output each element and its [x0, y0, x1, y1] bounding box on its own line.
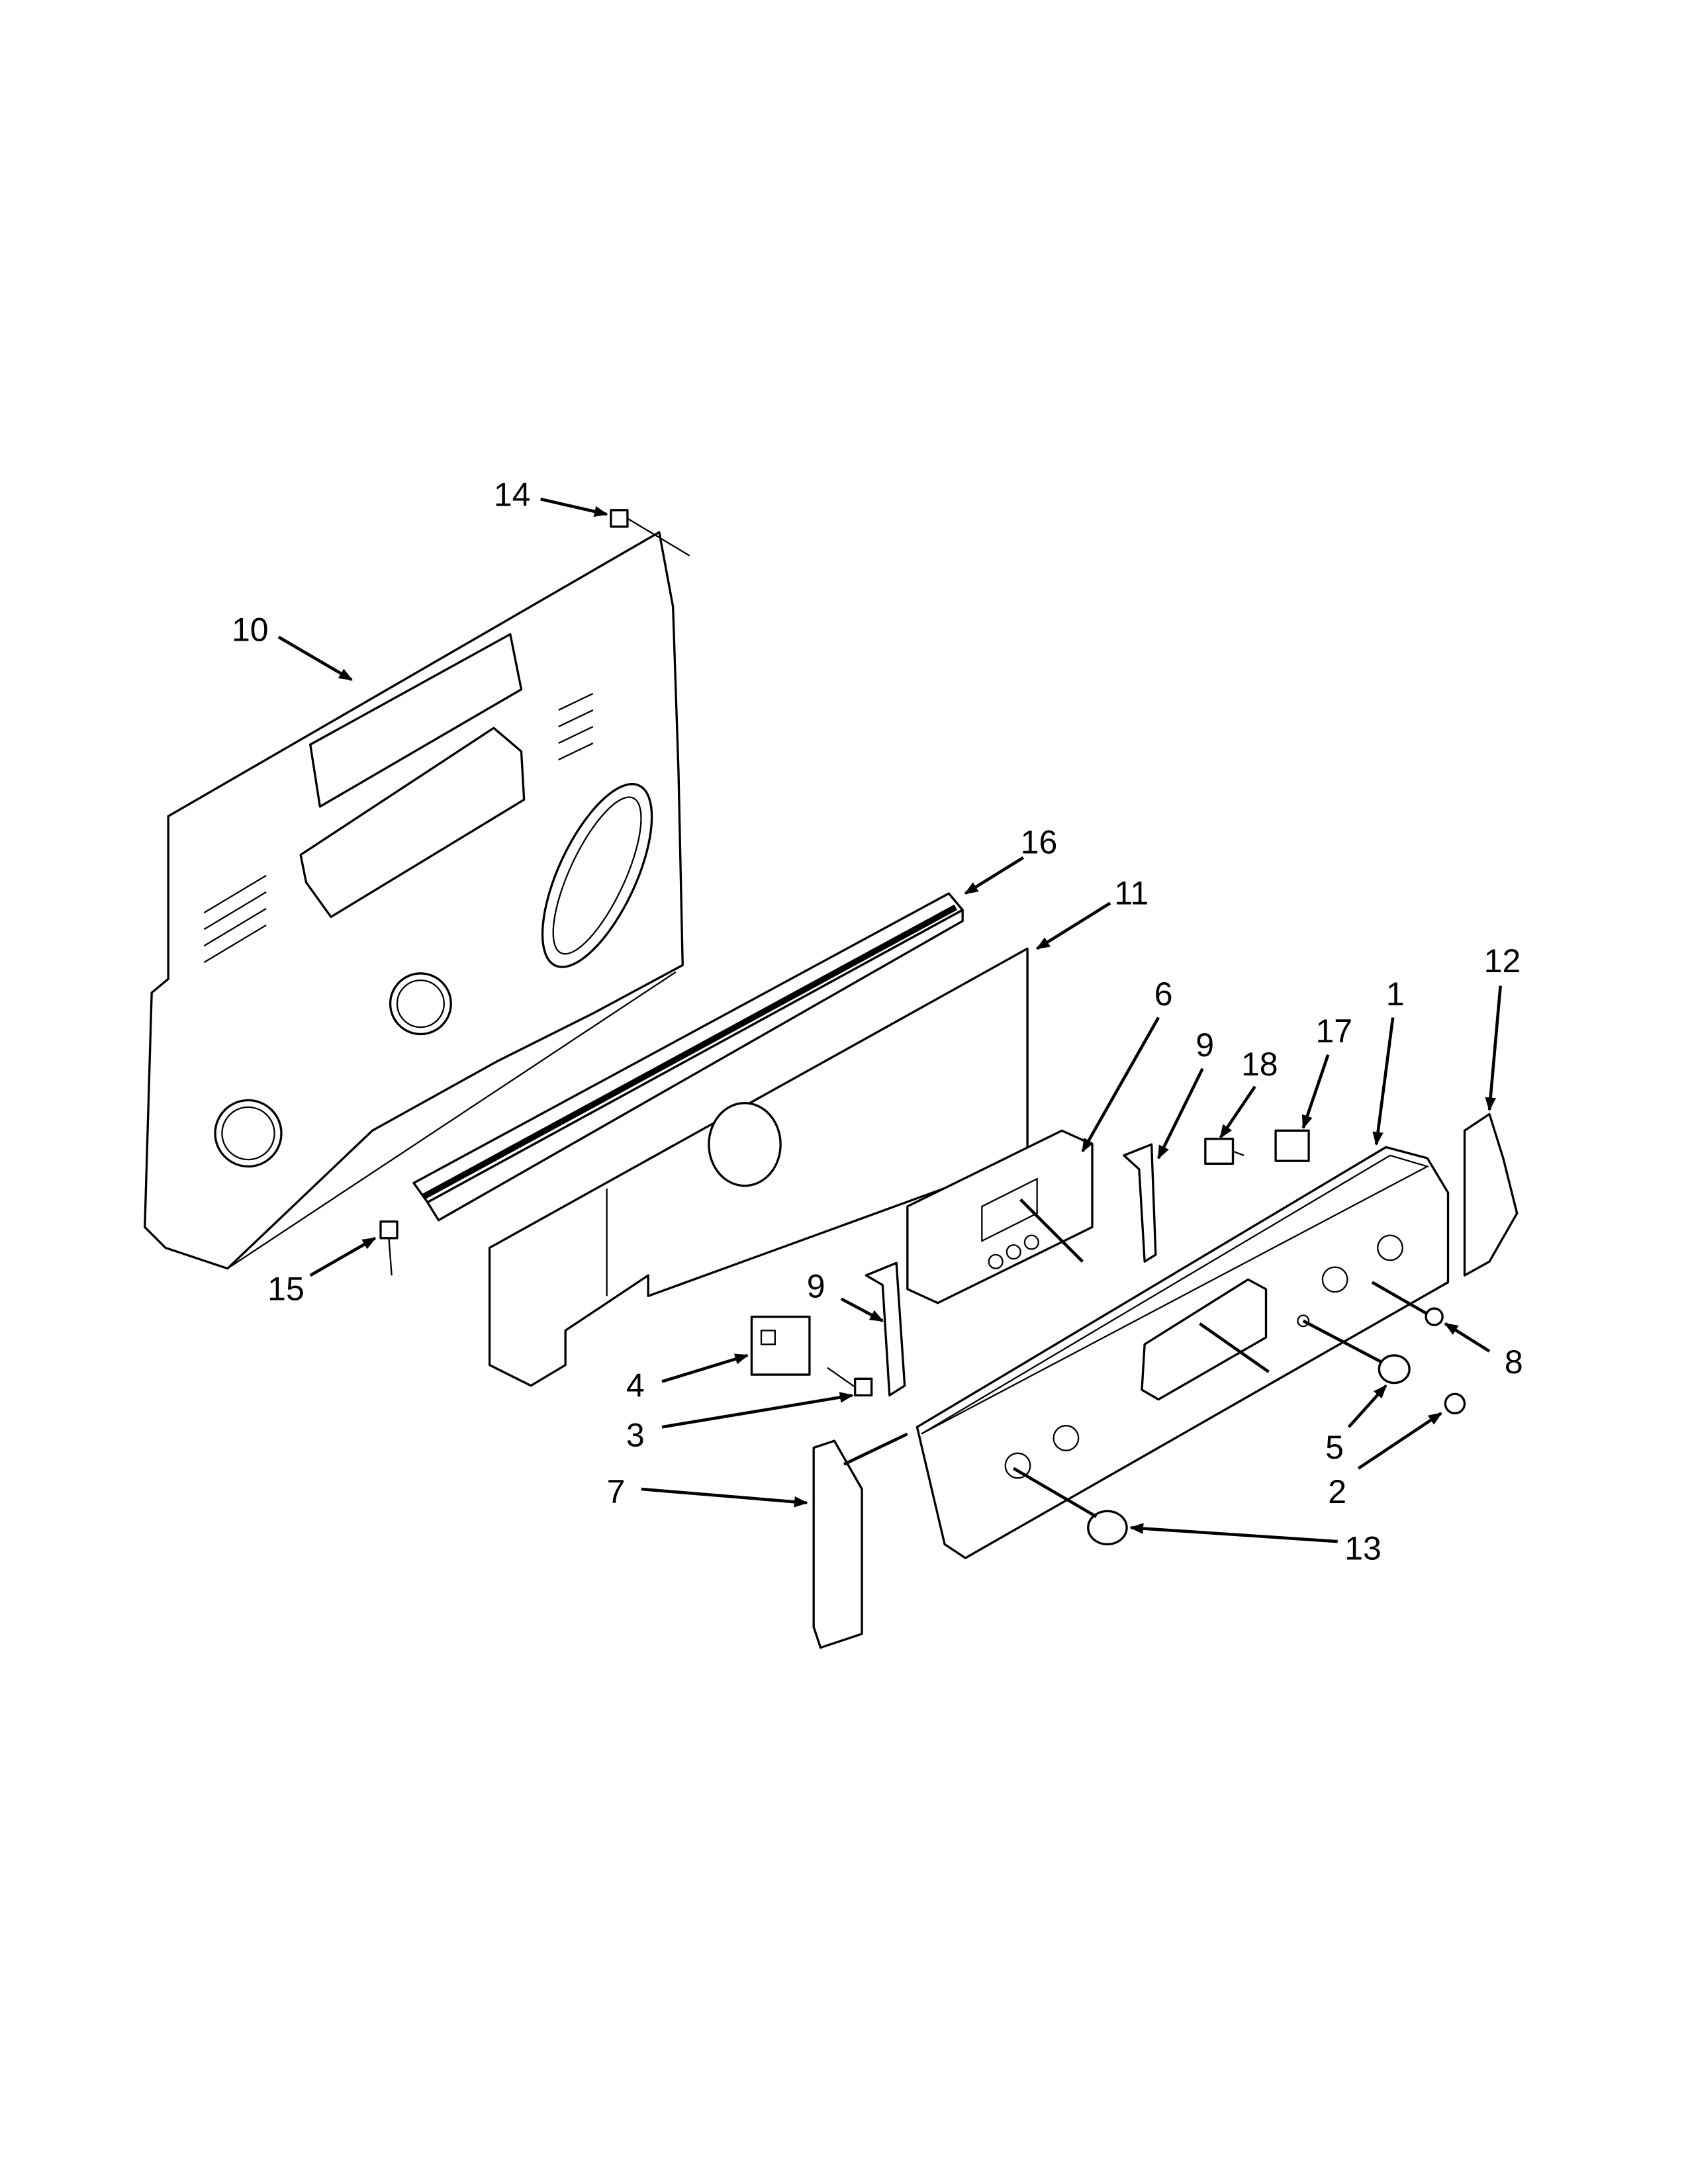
callout-9-upper: 9: [1196, 1026, 1214, 1064]
end-cap-part-12: [1463, 1113, 1519, 1277]
knob-part-5: [1378, 1354, 1411, 1385]
callout-10: 10: [232, 612, 269, 649]
control-board-part-6: [906, 1129, 1094, 1304]
callout-3: 3: [626, 1416, 645, 1453]
callout-2: 2: [1328, 1473, 1346, 1510]
callout-8: 8: [1505, 1343, 1523, 1381]
bracket-part-9-upper: [1123, 1143, 1157, 1263]
screw-part-15: [379, 1220, 399, 1276]
screw-part-8: [1425, 1307, 1444, 1326]
console-panel-part-1: [915, 1146, 1450, 1559]
screw-part-14: [610, 509, 690, 557]
callout-11: 11: [1114, 875, 1149, 912]
callout-9-lower: 9: [807, 1267, 825, 1304]
relay-part-17: [1274, 1129, 1310, 1162]
callout-4: 4: [626, 1367, 645, 1404]
callout-18: 18: [1241, 1046, 1278, 1083]
callout-6: 6: [1154, 976, 1173, 1013]
rear-panel-part-10: [144, 531, 684, 1270]
callout-14: 14: [494, 477, 531, 514]
leader-arrows: [277, 497, 1502, 1543]
bracket-part-9-lower: [865, 1261, 906, 1396]
callout-13: 13: [1344, 1529, 1382, 1567]
callout-15: 15: [267, 1271, 305, 1308]
callout-1: 1: [1386, 976, 1405, 1013]
callout-7: 7: [607, 1473, 626, 1510]
callout-17: 17: [1316, 1013, 1353, 1050]
switch-part-18: [1204, 1138, 1244, 1165]
callout-12: 12: [1484, 942, 1521, 979]
manifold-panel-part-11: [488, 947, 1029, 1387]
switch-part-4: [750, 1315, 811, 1376]
callout-5: 5: [1325, 1429, 1344, 1466]
screw-part-3: [827, 1367, 873, 1396]
knob-part-13: [1087, 1510, 1128, 1545]
callout-labels: 14 10 16 11 6 9 18 17 1 12 15 9 4 3 8 5 …: [232, 477, 1523, 1567]
cap-part-2: [1444, 1392, 1466, 1415]
callout-16: 16: [1021, 824, 1058, 861]
end-cap-part-7: [812, 1439, 863, 1649]
bracket-bar-part-16: [412, 892, 964, 1222]
